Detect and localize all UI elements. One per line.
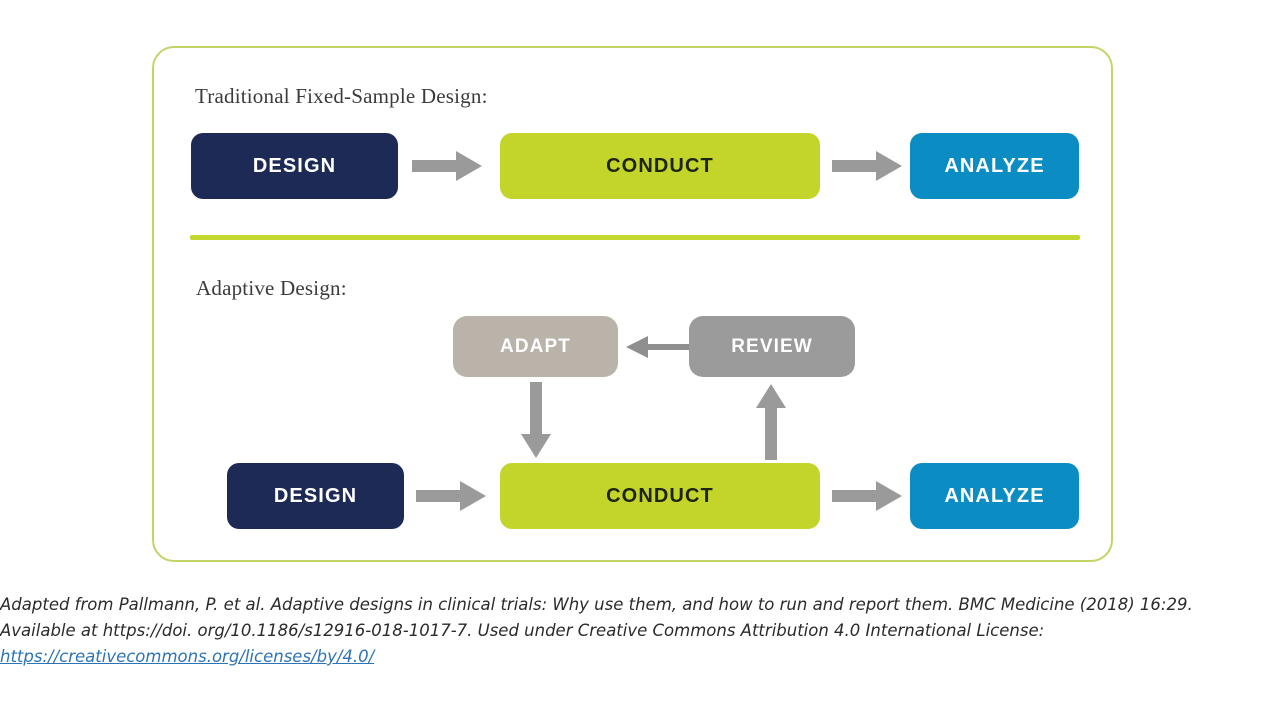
process-box-design-adaptive: DESIGN xyxy=(227,463,404,529)
arrow-adapt-to-conduct-icon xyxy=(519,382,553,460)
process-box-adapt: ADAPT xyxy=(453,316,618,377)
arrow-conduct-to-analyze-traditional-icon xyxy=(832,149,904,183)
arrow-conduct-to-analyze-adaptive-icon xyxy=(832,479,904,513)
arrow-design-to-conduct-traditional-icon xyxy=(412,149,484,183)
section-divider xyxy=(190,235,1080,240)
arrow-conduct-to-review-icon xyxy=(754,382,788,460)
caption-line-1: Adapted from Pallmann, P. et al. Adaptiv… xyxy=(0,595,1193,614)
process-box-review: REVIEW xyxy=(689,316,855,377)
creative-commons-license-link[interactable]: https://creativecommons.org/licenses/by/… xyxy=(0,647,375,666)
source-caption: Adapted from Pallmann, P. et al. Adaptiv… xyxy=(0,592,1264,670)
traditional-design-heading: Traditional Fixed-Sample Design: xyxy=(195,84,488,108)
arrow-design-to-conduct-adaptive-icon xyxy=(416,479,488,513)
adaptive-design-heading: Adaptive Design: xyxy=(196,276,347,300)
process-box-analyze-adaptive: ANALYZE xyxy=(910,463,1079,529)
caption-line-2: Available at https://doi. org/10.1186/s1… xyxy=(0,621,1045,640)
arrow-review-to-adapt-icon xyxy=(624,332,690,362)
process-box-design-traditional: DESIGN xyxy=(191,133,398,199)
process-box-conduct-traditional: CONDUCT xyxy=(500,133,820,199)
process-box-analyze-traditional: ANALYZE xyxy=(910,133,1079,199)
process-box-conduct-adaptive: CONDUCT xyxy=(500,463,820,529)
